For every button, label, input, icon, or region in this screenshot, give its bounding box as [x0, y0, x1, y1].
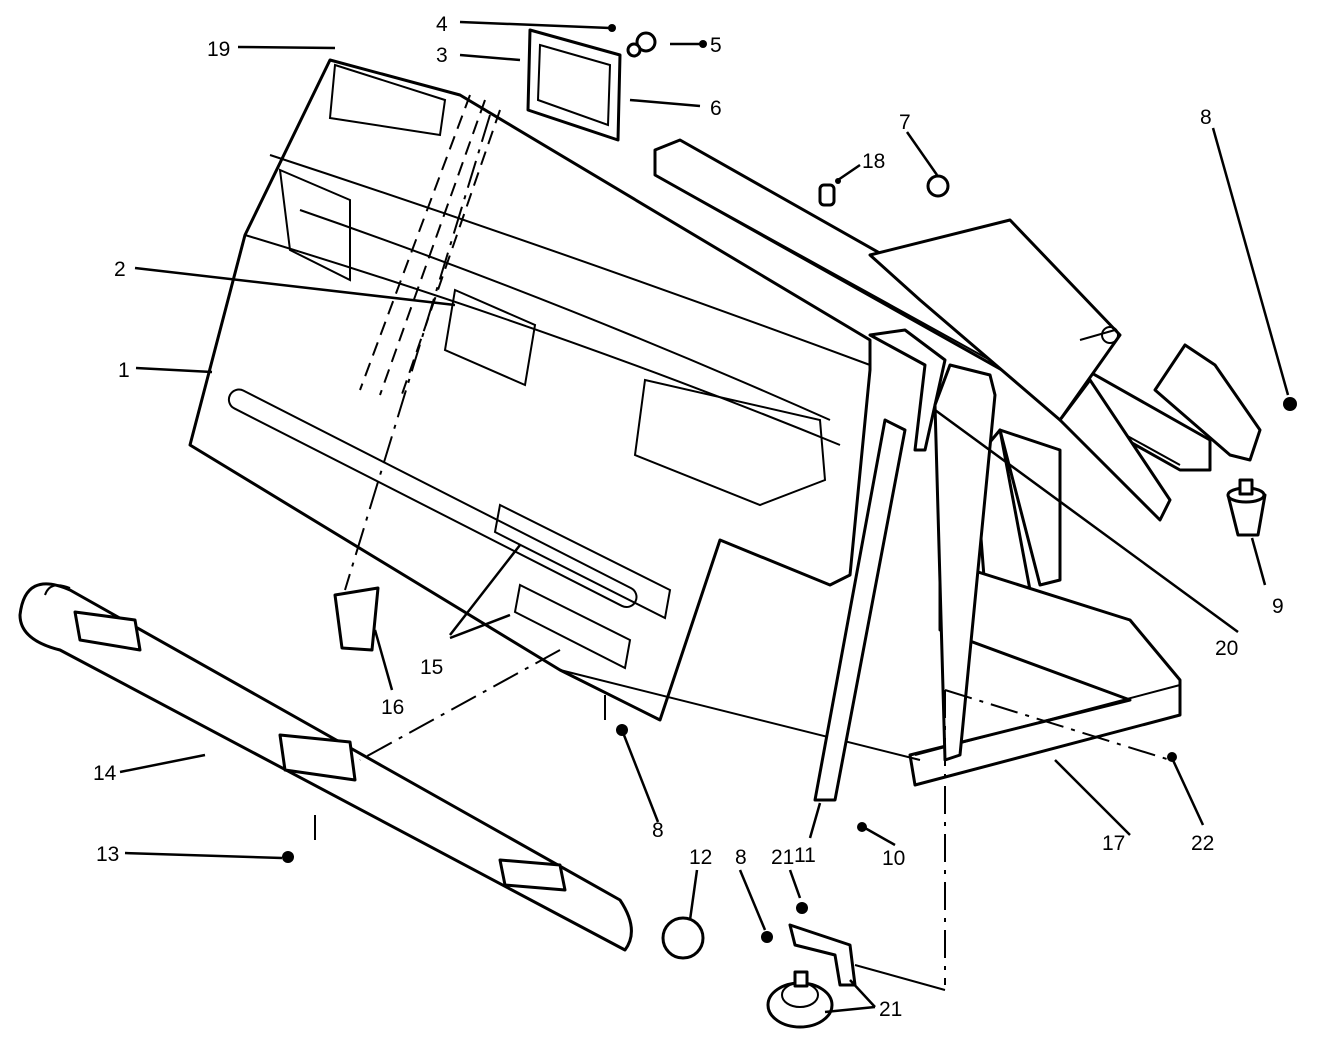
front-cowl-panel	[188, 58, 921, 761]
frame-assembly	[653, 138, 1262, 787]
callout-label: 9	[1272, 595, 1284, 618]
callout-labels: 1 2 3 4 5 6 7 8 8 8 9 10 11 12 13 14 15 …	[93, 13, 1284, 1021]
callout-label: 6	[710, 97, 722, 120]
callout-label: 8	[735, 846, 747, 869]
callout-label: 3	[436, 44, 448, 67]
callout-label: 11	[794, 844, 816, 867]
callout-label: 19	[207, 38, 230, 61]
side-brackets	[813, 328, 997, 802]
light-assembly	[526, 28, 1297, 411]
callout-label: 22	[1191, 832, 1214, 855]
callout-label: 17	[1102, 832, 1125, 855]
decals	[333, 586, 380, 652]
callout-label: 21	[771, 846, 794, 869]
callout-label: 8	[652, 819, 664, 842]
callout-label: 14	[93, 762, 117, 785]
callout-label: 20	[1215, 637, 1238, 660]
callout-label: 8	[1200, 106, 1212, 129]
callout-label: 2	[114, 258, 126, 281]
callout-label: 7	[899, 111, 911, 134]
assembly-lines	[314, 94, 1171, 991]
callout-label: 16	[381, 696, 404, 719]
callout-label: 13	[96, 843, 119, 866]
front-bumper-tube	[18, 582, 705, 960]
callout-label: 18	[862, 150, 885, 173]
callout-label: 10	[882, 847, 905, 870]
hardware-dots	[282, 24, 1177, 863]
rubber-stop-9	[1226, 478, 1267, 537]
callout-label: 15	[420, 656, 443, 679]
callout-label: 4	[436, 13, 448, 36]
callout-label: 5	[710, 34, 722, 57]
callout-label: 12	[689, 846, 712, 869]
callout-label: 21	[879, 998, 902, 1021]
callout-label: 1	[118, 359, 130, 382]
leader-lines	[119, 20, 1290, 1014]
horn-assembly	[761, 902, 857, 1029]
